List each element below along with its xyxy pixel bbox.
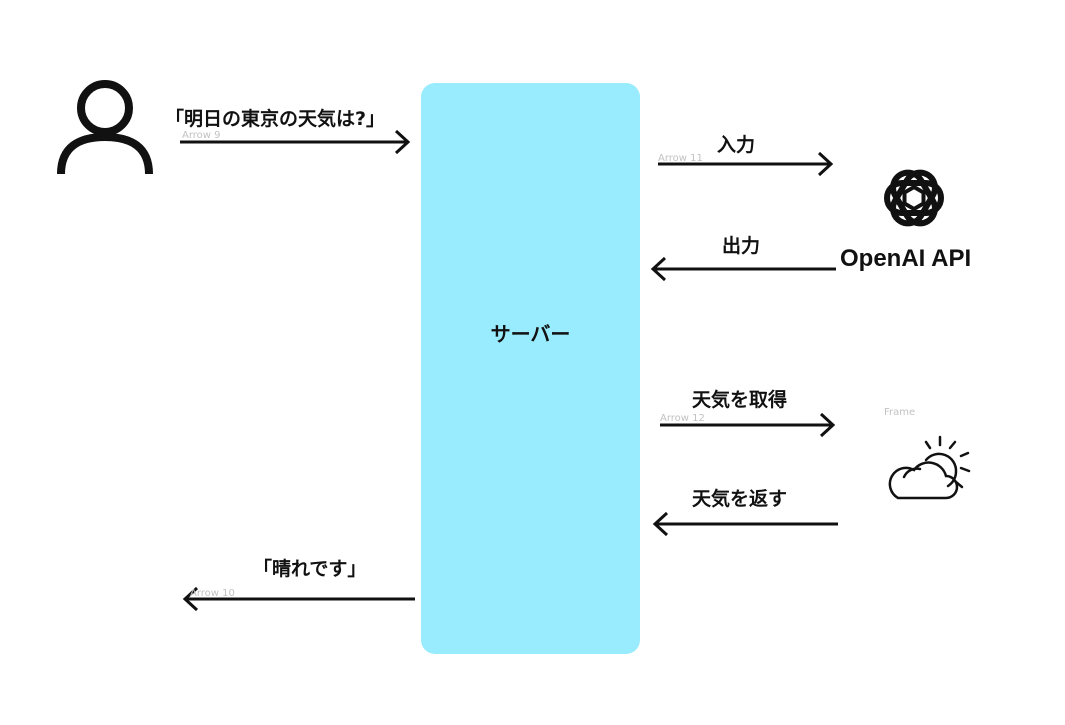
- user-response-label: 「晴れです」: [253, 558, 367, 580]
- get-weather-label: 天気を取得: [692, 389, 788, 411]
- arrow-weather-to-server[interactable]: [652, 511, 838, 537]
- arrow-server-to-openai[interactable]: [658, 151, 834, 177]
- arrow-user-to-server[interactable]: [180, 129, 412, 155]
- server-block[interactable]: [421, 83, 640, 654]
- arrow-11-tag: Arrow 11: [658, 153, 703, 164]
- arrow-9-tag: Arrow 9: [182, 130, 221, 141]
- partly-cloudy-icon[interactable]: [882, 432, 978, 504]
- openai-logo-icon[interactable]: [871, 155, 957, 241]
- return-weather-label: 天気を返す: [692, 488, 788, 510]
- server-label: サーバー: [490, 322, 571, 346]
- frame-tag: Frame: [884, 407, 916, 418]
- output-label: 出力: [722, 235, 761, 257]
- arrow-server-to-weather[interactable]: [660, 412, 836, 438]
- arrow-10-tag: Arrow 10: [190, 588, 235, 599]
- user-request-label: 「明日の東京の天気は?」: [165, 108, 386, 130]
- arrow-12-tag: Arrow 12: [660, 413, 705, 424]
- arrow-server-to-user[interactable]: [182, 586, 415, 612]
- user-icon: [57, 80, 153, 175]
- input-label: 入力: [717, 134, 756, 156]
- openai-api-label: OpenAI API: [840, 245, 972, 272]
- arrow-openai-to-server[interactable]: [650, 256, 836, 282]
